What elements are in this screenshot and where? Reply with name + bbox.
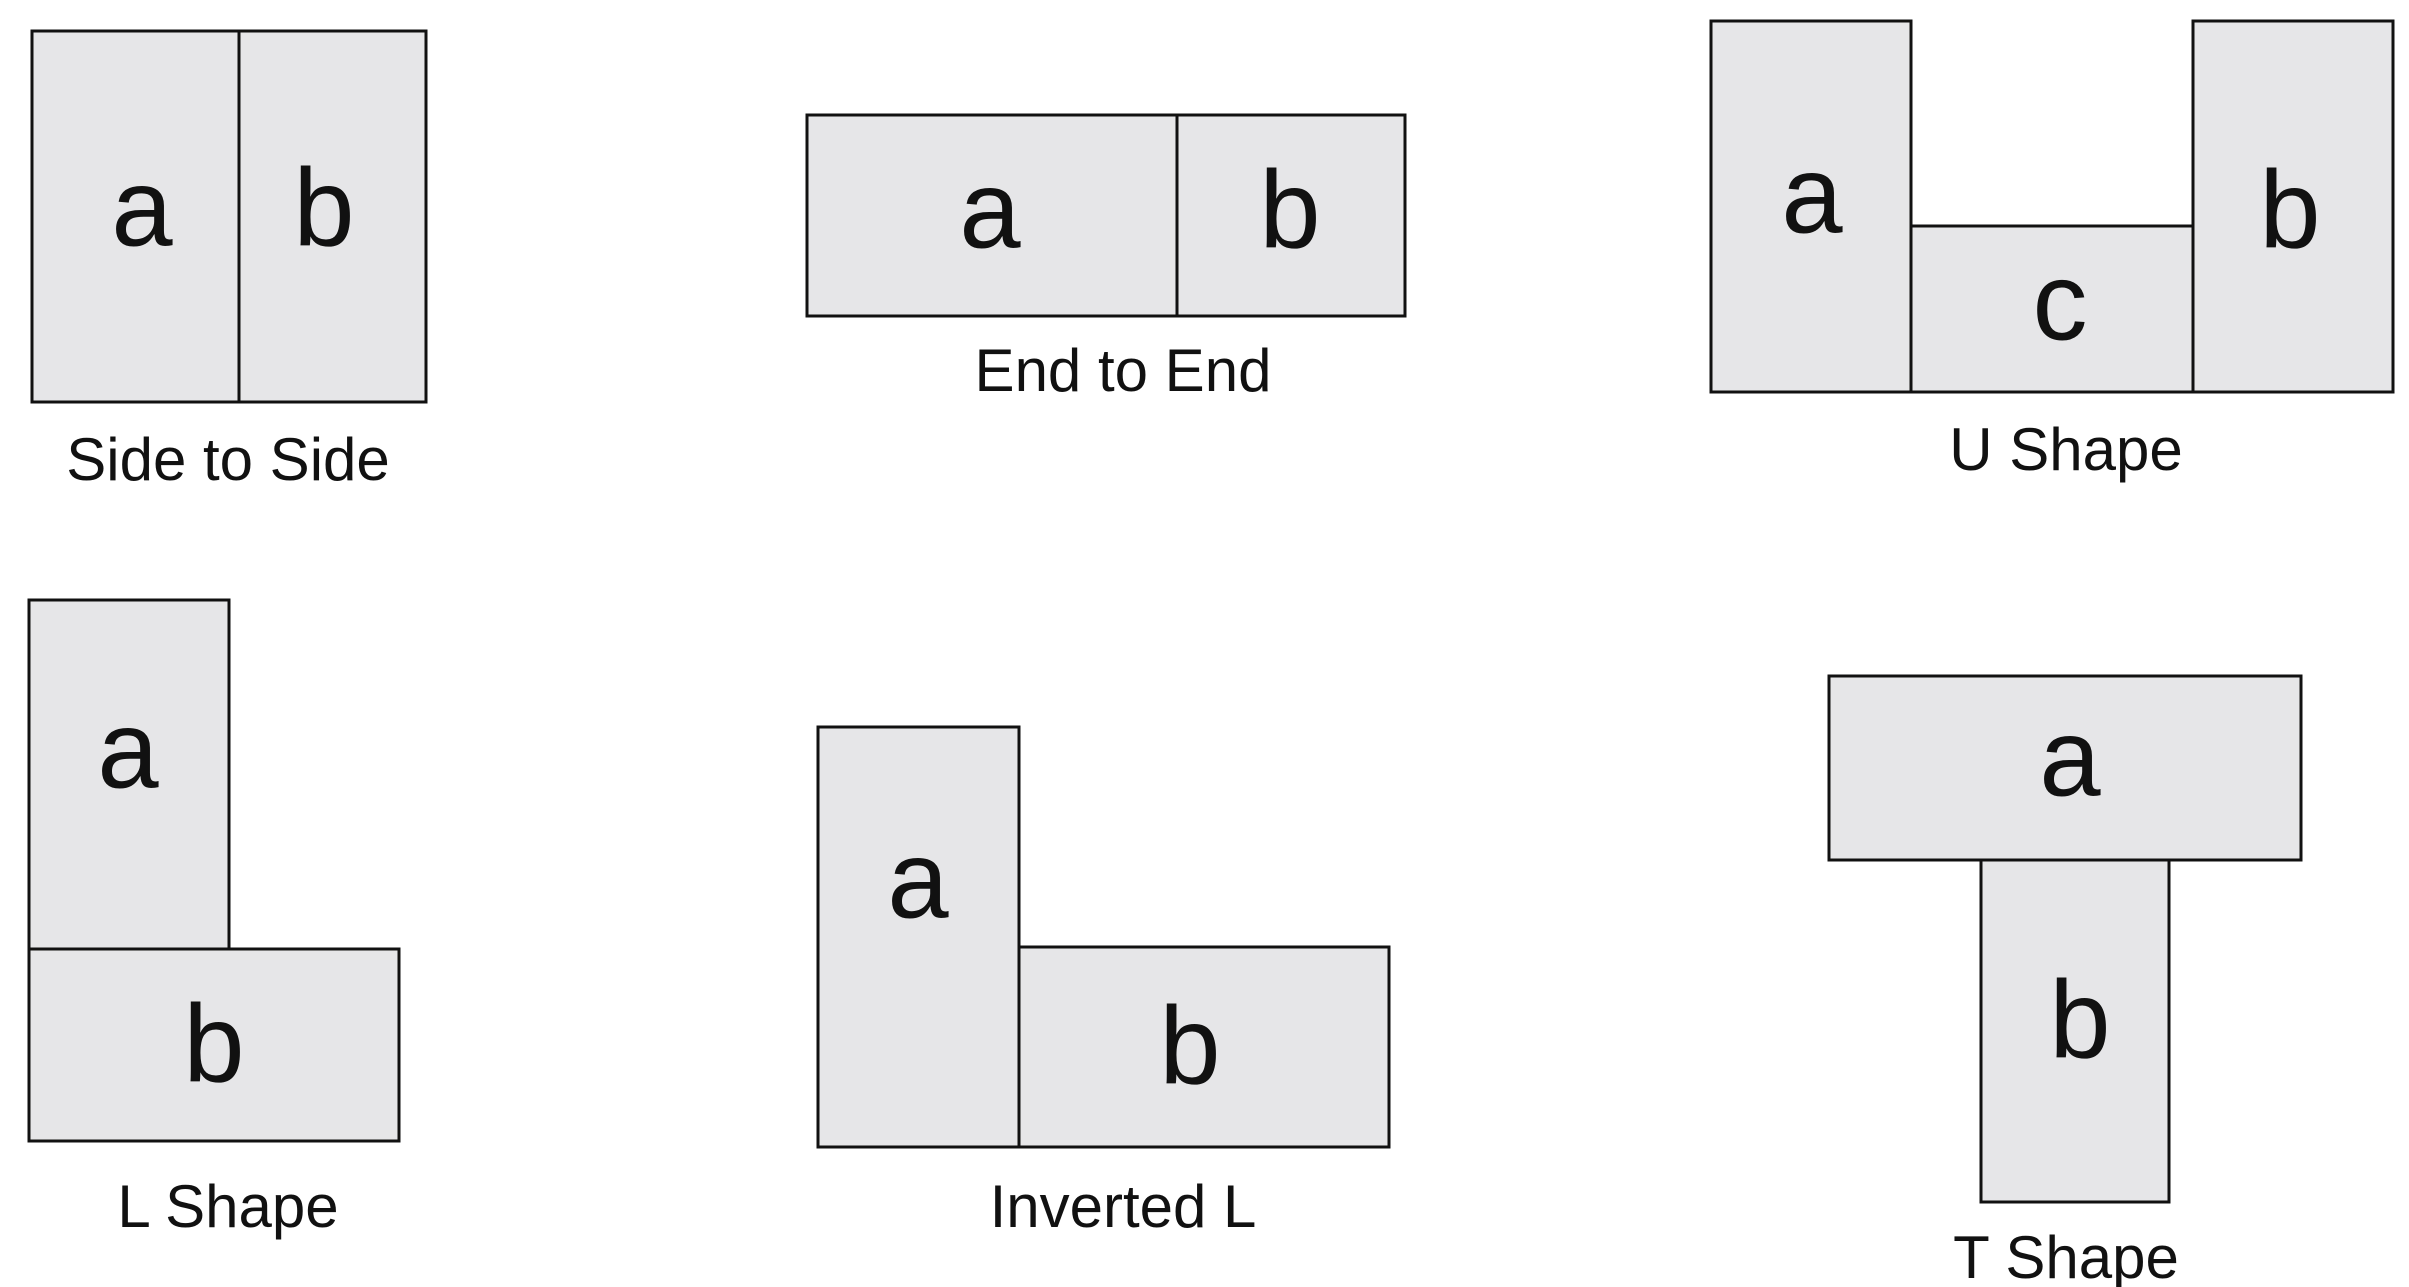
piece-label: a — [111, 147, 173, 270]
piece-a: a — [30, 29, 241, 404]
piece-label: b — [293, 147, 354, 270]
piece-b: b — [237, 29, 428, 404]
piece-a: a — [1827, 674, 2303, 862]
piece-label: b — [1259, 149, 1320, 272]
piece-label: a — [97, 689, 159, 812]
piece-label: b — [1159, 985, 1220, 1108]
piece-a: a — [805, 113, 1179, 318]
piece-b: b — [27, 947, 401, 1143]
piece-label: b — [2049, 959, 2110, 1082]
caption-end-to-end: End to End — [975, 337, 1272, 404]
piece-a: a — [1709, 19, 1913, 394]
piece-label: a — [1781, 134, 1843, 257]
piece-b: b — [1175, 113, 1407, 318]
piece-label: a — [887, 819, 949, 942]
piece-a: a — [816, 725, 1021, 1149]
arrangement-end-to-end: a b End to End — [805, 113, 1407, 404]
arrangement-t-shape: a b T Shape — [1827, 674, 2303, 1287]
caption-inverted-l: Inverted L — [990, 1173, 1257, 1240]
piece-c: c — [1909, 224, 2195, 394]
piece-label: b — [183, 983, 244, 1106]
caption-l-shape: L Shape — [117, 1173, 338, 1240]
arrangement-inverted-l: a b Inverted L — [816, 725, 1391, 1240]
piece-label: c — [2033, 241, 2088, 364]
arrangement-side-to-side: a b Side to Side — [30, 29, 428, 493]
caption-t-shape: T Shape — [1953, 1224, 2179, 1287]
caption-u-shape: U Shape — [1949, 416, 2183, 483]
arrangement-u-shape: a c b U Shape — [1709, 19, 2395, 483]
piece-b: b — [1979, 858, 2171, 1204]
piece-label: a — [959, 149, 1021, 272]
arrangement-l-shape: a b L Shape — [27, 598, 401, 1240]
piece-b: b — [1017, 945, 1391, 1149]
piece-a: a — [27, 598, 231, 951]
piece-label: b — [2259, 149, 2320, 272]
caption-side-to-side: Side to Side — [66, 426, 390, 493]
piece-b: b — [2191, 19, 2395, 394]
piece-label: a — [2039, 697, 2101, 820]
